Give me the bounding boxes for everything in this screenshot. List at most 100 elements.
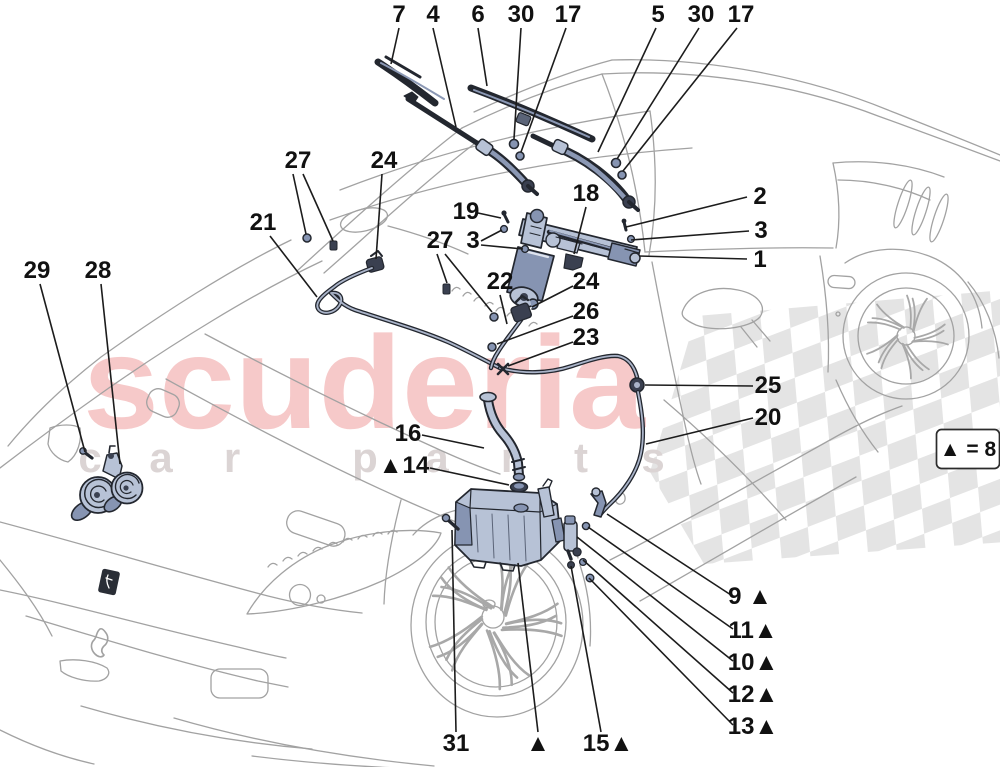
leader-line (444, 253, 493, 313)
callout-label: 3 (466, 227, 479, 254)
callout-label: 23 (573, 324, 600, 351)
leader-line (570, 565, 602, 733)
callout-label: 27 (427, 227, 454, 254)
callout-14: ▲14 (379, 452, 510, 486)
leader-line (477, 212, 502, 219)
callout-4: 4 (426, 1, 457, 128)
callout-label: 3 (754, 217, 767, 244)
callout-label: 6 (471, 1, 484, 28)
callout-6: 6 (471, 1, 488, 87)
callout-label: 30 (688, 1, 715, 28)
legend-box: ▲ = 8 (935, 428, 1000, 470)
watermark-letter: p (352, 434, 378, 481)
car-headlight (246, 529, 442, 615)
watermark-brand-text: scuderia (83, 309, 647, 456)
part-filler-pipe (479, 391, 526, 482)
leader-line (496, 315, 574, 345)
leader-line (517, 562, 539, 733)
callout-label: 12▲ (728, 681, 778, 708)
callout-3: 3 (466, 227, 524, 254)
callout-26: 26 (496, 298, 599, 345)
leader-line (531, 285, 574, 308)
watermark-letter: a (425, 434, 449, 481)
callout-5: 5 (597, 1, 665, 153)
callout-27: 27 (285, 147, 334, 242)
callout-label: 18 (573, 180, 600, 207)
leader-line (477, 27, 488, 87)
leader-line (480, 244, 524, 250)
part-clips-nuts (302, 233, 510, 376)
grille-horse-emblem (90, 627, 109, 658)
callout-10: 10▲ (576, 536, 778, 676)
hood-badge-plate (98, 568, 120, 596)
leader-line (269, 235, 318, 298)
callout-label: 30 (508, 1, 535, 28)
callout-1: 1 (638, 246, 767, 273)
callout-label: 5 (651, 1, 664, 28)
leader-line (375, 173, 383, 260)
callout-30: 30 (616, 1, 715, 160)
callout-29: 29 (24, 257, 86, 453)
leader-line (606, 513, 732, 596)
part-grommet (629, 377, 645, 393)
callout-23: 23 (507, 324, 600, 367)
car-fender-louvres (893, 179, 949, 243)
callout-label: 17 (728, 1, 755, 28)
callout-label: 28 (85, 257, 112, 284)
watermark-letter: a (149, 434, 173, 481)
leader-line (436, 253, 448, 284)
parts-layer (70, 55, 646, 583)
callout-31: 31 (443, 529, 469, 757)
callout-label: ▲ (526, 730, 550, 757)
callout-label: 10▲ (728, 649, 778, 676)
car-interior-hint (339, 207, 469, 255)
callout-21: 21 (250, 209, 318, 298)
callout-label: 25 (755, 372, 782, 399)
callout-label: 1 (753, 246, 766, 273)
callout-label: 24 (371, 147, 398, 174)
part-horns (70, 445, 144, 522)
callout-triangle: ▲ (517, 562, 550, 757)
callout-label: 22 (487, 268, 514, 295)
leader-line (630, 230, 750, 241)
legend-label: ▲ = 8 (940, 438, 997, 461)
car-grille (0, 521, 435, 767)
leader-line (499, 294, 508, 325)
callout-27: 27 (427, 227, 493, 313)
leader-line (616, 27, 700, 160)
callout-11: 11▲ (587, 526, 778, 644)
leader-line (597, 27, 657, 153)
callout-28: 28 (85, 257, 121, 465)
part-hose-stub (488, 317, 524, 371)
car-rear-wheel (835, 248, 1000, 453)
callout-label: 2 (753, 183, 766, 210)
callout-12: 12▲ (582, 559, 778, 708)
callout-label: 17 (555, 1, 582, 28)
leader-line (302, 173, 334, 242)
watermark-letter: s (641, 434, 664, 481)
callout-label: 13▲ (728, 713, 778, 740)
callout-label: 4 (426, 1, 440, 28)
part-wiper-arm-left (403, 91, 539, 196)
part-washer-pump (563, 515, 578, 561)
callout-30: 30 (508, 1, 535, 140)
leader-line (644, 384, 754, 387)
watermark-letter: t (574, 434, 588, 481)
callout-label: 20 (755, 404, 782, 431)
callout-7: 7 (390, 1, 406, 65)
leader-line (645, 417, 754, 445)
leader-line (587, 526, 734, 630)
part-tank-cap (509, 481, 529, 493)
callout-17: 17 (520, 1, 582, 153)
checker-flag-watermark (650, 290, 1000, 564)
callout-17: 17 (622, 1, 755, 172)
callout-20: 20 (645, 404, 782, 445)
part-pivot-nuts (508, 138, 627, 180)
leader-line (573, 206, 587, 255)
leader-line (451, 529, 457, 733)
leader-line (625, 196, 748, 228)
callout-13: 13▲ (588, 577, 778, 740)
leader-line (513, 27, 522, 140)
callout-label: 7 (392, 1, 405, 28)
